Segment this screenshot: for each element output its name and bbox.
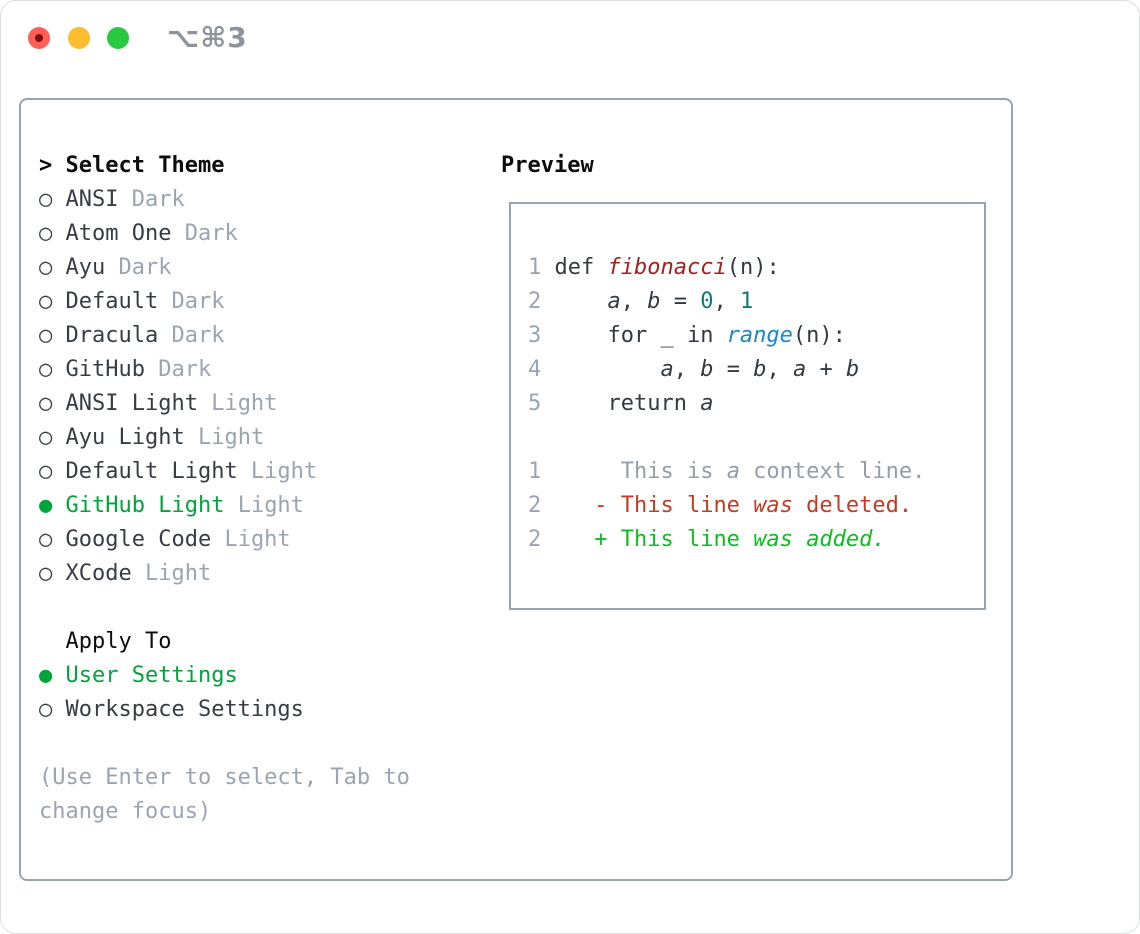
prompt-caret: > [39, 153, 53, 178]
code-preview: 1 def fibonacci(n): 2 a, b = 0, 1 3 for _ … [528, 251, 925, 557]
radio-selected-icon: ● [39, 493, 66, 518]
code-line [528, 421, 925, 455]
radio-unselected-icon: ○ [39, 255, 66, 280]
theme-option-atom-one[interactable]: ○ Atom One Dark [39, 217, 459, 251]
theme-option-default-light[interactable]: ○ Default Light Light [39, 455, 459, 489]
radio-unselected-icon: ○ [39, 697, 66, 722]
code-line: 1 def fibonacci(n): [528, 255, 780, 280]
theme-variant-label: Dark [118, 187, 185, 212]
apply-to-header: Apply To [65, 629, 172, 654]
radio-unselected-icon: ○ [39, 187, 66, 212]
theme-variant-label: Dark [158, 289, 225, 314]
theme-name: Default Light [65, 459, 238, 484]
theme-variant-label: Dark [158, 323, 225, 348]
minimize-traffic-light-icon[interactable] [68, 27, 90, 49]
preview-title: Preview [501, 153, 594, 178]
radio-unselected-icon: ○ [39, 357, 66, 382]
preview-pane: 1 def fibonacci(n): 2 a, b = 0, 1 3 for _ … [509, 202, 986, 610]
theme-option-ansi-light[interactable]: ○ ANSI Light Light [39, 387, 459, 421]
theme-variant-label: Dark [144, 357, 212, 382]
apply-option-label: User Settings [65, 663, 238, 688]
theme-option-github[interactable]: ○ GitHub Dark [39, 353, 459, 387]
theme-name: Default [65, 289, 159, 314]
theme-name: Atom One [65, 221, 172, 246]
theme-variant-label: Light [237, 459, 318, 484]
window-shortcut-label: ⌥⌘3 [167, 21, 248, 54]
spacer [39, 727, 459, 761]
radio-unselected-icon: ○ [39, 323, 66, 348]
theme-option-xcode[interactable]: ○ XCode Light [39, 557, 459, 591]
theme-list: ○ ANSI Dark○ Atom One Dark○ Ayu Dark○ De… [39, 183, 459, 591]
theme-option-ansi[interactable]: ○ ANSI Dark [39, 183, 459, 217]
keyboard-hint: (Use Enter to select, Tab to change focu… [39, 765, 410, 824]
theme-variant-label: Light [211, 527, 291, 552]
spacer [39, 591, 459, 625]
theme-name: GitHub [65, 357, 145, 382]
radio-unselected-icon: ○ [39, 425, 66, 450]
theme-name: ANSI [65, 187, 119, 212]
radio-unselected-icon: ○ [39, 289, 66, 314]
theme-name: XCode [65, 561, 132, 586]
code-line: 4 a, b = b, a + b [528, 357, 860, 382]
select-theme-title: Select Theme [65, 153, 225, 178]
code-line: 3 for _ in range(n): [528, 323, 846, 348]
radio-unselected-icon: ○ [39, 561, 66, 586]
theme-name: Google Code [65, 527, 212, 552]
close-traffic-light-icon[interactable] [28, 27, 50, 49]
radio-selected-icon: ● [39, 663, 66, 688]
theme-variant-label: Dark [171, 221, 238, 246]
code-line: 5 return a [528, 391, 714, 416]
apply-option-workspace-settings[interactable]: ○ Workspace Settings [39, 693, 459, 727]
radio-unselected-icon: ○ [39, 459, 66, 484]
code-line: 2 a, b = 0, 1 [528, 289, 754, 314]
theme-variant-label: Light [197, 391, 278, 416]
apply-option-user-settings[interactable]: ● User Settings [39, 659, 459, 693]
theme-variant-label: Light [131, 561, 212, 586]
theme-name: Dracula [65, 323, 159, 348]
zoom-traffic-light-icon[interactable] [107, 27, 129, 49]
theme-variant-label: Light [224, 493, 304, 518]
apply-to-list: ● User Settings○ Workspace Settings [39, 659, 459, 727]
theme-name: Ayu [65, 255, 106, 280]
theme-list-column: > Select Theme ○ ANSI Dark○ Atom One Dar… [39, 149, 459, 829]
theme-option-dracula[interactable]: ○ Dracula Dark [39, 319, 459, 353]
theme-option-github-light[interactable]: ● GitHub Light Light [39, 489, 459, 523]
radio-unselected-icon: ○ [39, 221, 66, 246]
theme-option-default[interactable]: ○ Default Dark [39, 285, 459, 319]
code-line: 2 + This line was added. [528, 527, 886, 552]
theme-option-ayu[interactable]: ○ Ayu Dark [39, 251, 459, 285]
title-bar: ⌥⌘3 [1, 1, 1139, 76]
theme-option-ayu-light[interactable]: ○ Ayu Light Light [39, 421, 459, 455]
theme-option-google-code[interactable]: ○ Google Code Light [39, 523, 459, 557]
radio-unselected-icon: ○ [39, 391, 66, 416]
theme-name: ANSI Light [65, 391, 198, 416]
code-line: 1 This is a context line. [528, 459, 926, 484]
code-line: 2 - This line was deleted. [528, 493, 913, 518]
close-dot-icon [35, 34, 43, 42]
theme-variant-label: Light [184, 425, 265, 450]
theme-variant-label: Dark [105, 255, 172, 280]
theme-name: Ayu Light [65, 425, 185, 450]
radio-unselected-icon: ○ [39, 527, 66, 552]
apply-option-label: Workspace Settings [65, 697, 304, 722]
select-theme-header: > Select Theme [39, 149, 459, 183]
theme-name: GitHub Light [65, 493, 225, 518]
